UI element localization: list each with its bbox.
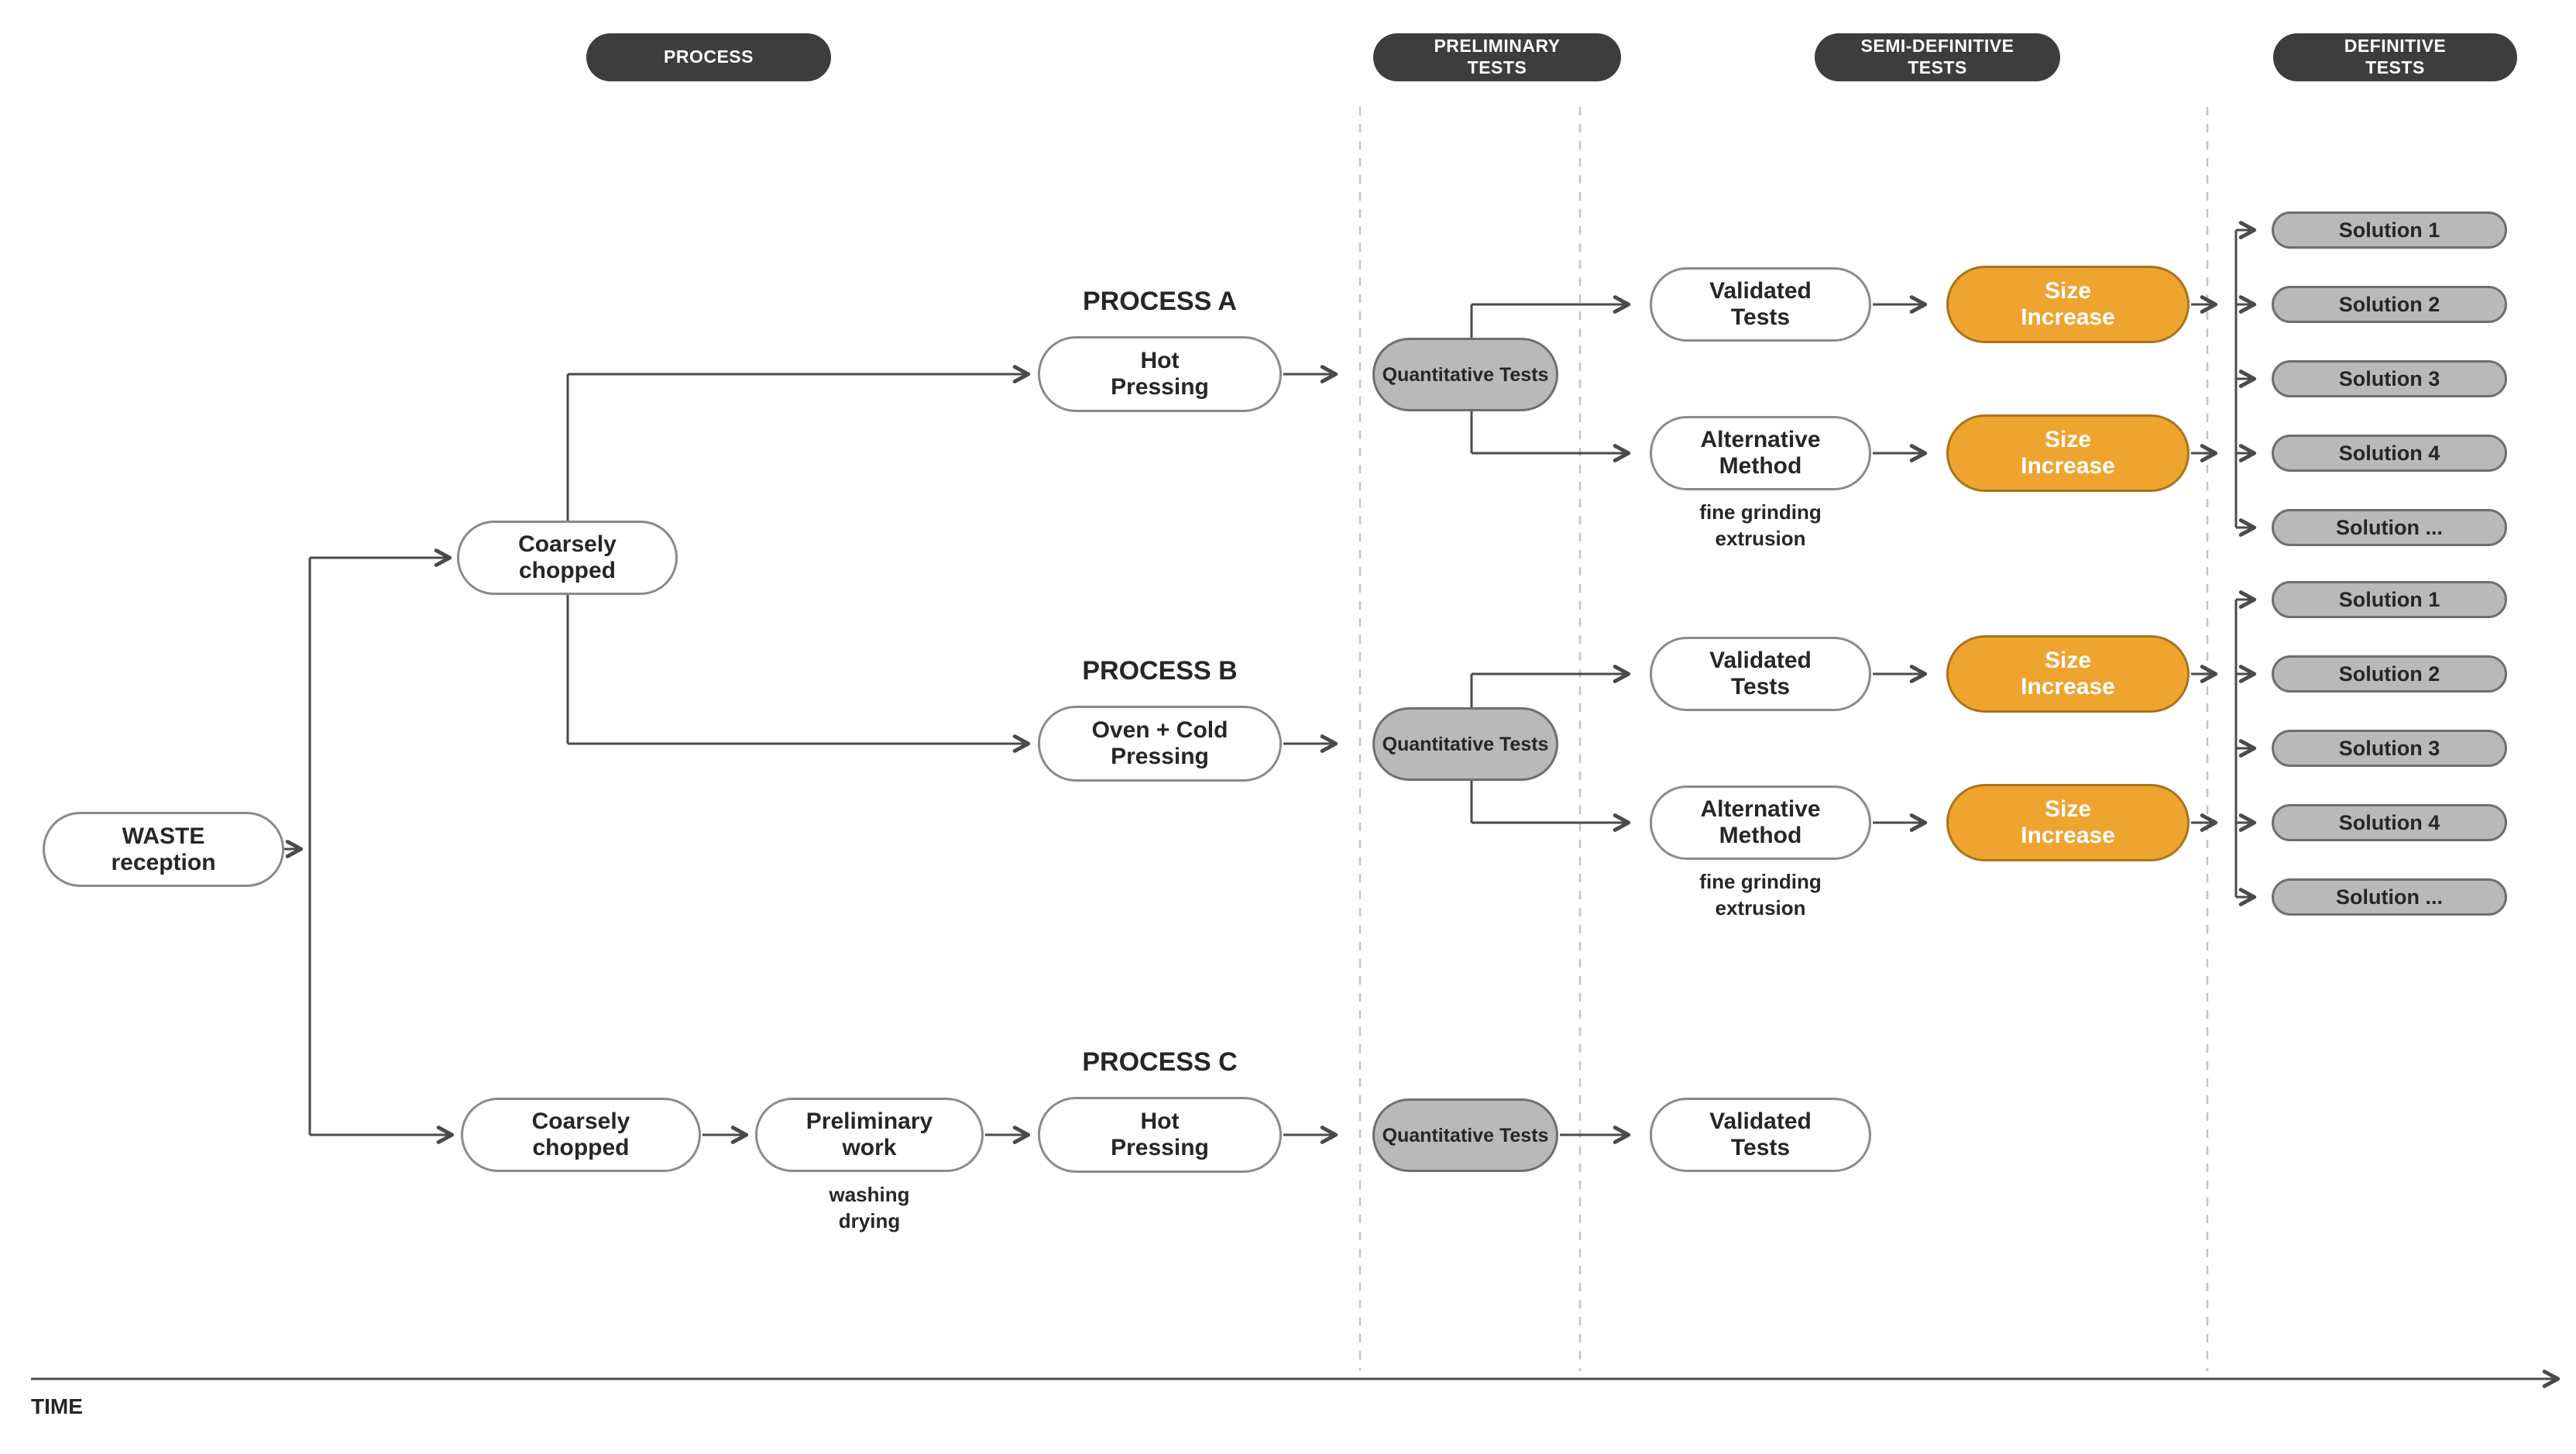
note-fine-grinding-extrusion-a: fine grinding extrusion — [1699, 500, 1822, 550]
node-quantitative-tests-c: Quantitative Tests — [1372, 1098, 1558, 1172]
node-hot-pressing-c: Hot Pressing — [1038, 1097, 1282, 1173]
node-preliminary-work: Preliminary work — [755, 1098, 984, 1172]
node-quantitative-tests-a: Quantitative Tests — [1372, 338, 1558, 411]
node-validated-tests-c: Validated Tests — [1650, 1098, 1871, 1172]
phase-separator-lines — [1358, 107, 2209, 1371]
node-oven-cold-pressing-b: Oven + Cold Pressing — [1038, 706, 1282, 782]
node-hot-pressing-a: Hot Pressing — [1038, 336, 1282, 412]
note-washing-drying: washing drying — [829, 1183, 910, 1232]
node-alternative-method-b: Alternative Method — [1650, 785, 1871, 860]
node-solution-a2: Solution 2 — [2272, 286, 2507, 323]
column-header-preliminary-tests: PRELIMINARY TESTS — [1373, 33, 1621, 81]
node-coarsely-chopped-top: Coarsely chopped — [457, 521, 678, 595]
node-solution-b4: Solution 4 — [2272, 804, 2507, 841]
column-header-semi-definitive-tests: SEMI-DEFINITIVE TESTS — [1815, 33, 2060, 81]
node-solution-b1: Solution 1 — [2272, 581, 2507, 618]
node-validated-tests-a: Validated Tests — [1650, 267, 1871, 342]
node-validated-tests-b: Validated Tests — [1650, 637, 1871, 711]
node-solution-a4: Solution 4 — [2272, 435, 2507, 472]
node-solution-b2: Solution 2 — [2272, 655, 2507, 693]
node-size-increase-a2: Size Increase — [1946, 414, 2190, 492]
node-solution-b-more: Solution ... — [2272, 878, 2507, 916]
node-solution-a1: Solution 1 — [2272, 211, 2507, 249]
title-process-c: PROCESS C — [1082, 1047, 1238, 1077]
time-axis-label: TIME — [31, 1394, 83, 1418]
node-solution-b3: Solution 3 — [2272, 730, 2507, 767]
note-fine-grinding-extrusion-b: fine grinding extrusion — [1699, 870, 1822, 919]
node-coarsely-chopped-bottom: Coarsely chopped — [461, 1098, 701, 1172]
title-process-b: PROCESS B — [1082, 656, 1238, 686]
node-size-increase-a1: Size Increase — [1946, 266, 2190, 343]
node-alternative-method-a: Alternative Method — [1650, 416, 1871, 490]
node-size-increase-b2: Size Increase — [1946, 784, 2190, 861]
node-solution-a-more: Solution ... — [2272, 509, 2507, 546]
node-waste-reception: WASTE reception — [43, 812, 284, 887]
column-header-process: PROCESS — [586, 33, 831, 81]
node-solution-a3: Solution 3 — [2272, 360, 2507, 397]
node-size-increase-b1: Size Increase — [1946, 635, 2190, 713]
column-header-definitive-tests: DEFINITIVE TESTS — [2273, 33, 2517, 81]
title-process-a: PROCESS A — [1082, 287, 1237, 316]
node-quantitative-tests-b: Quantitative Tests — [1372, 707, 1558, 781]
